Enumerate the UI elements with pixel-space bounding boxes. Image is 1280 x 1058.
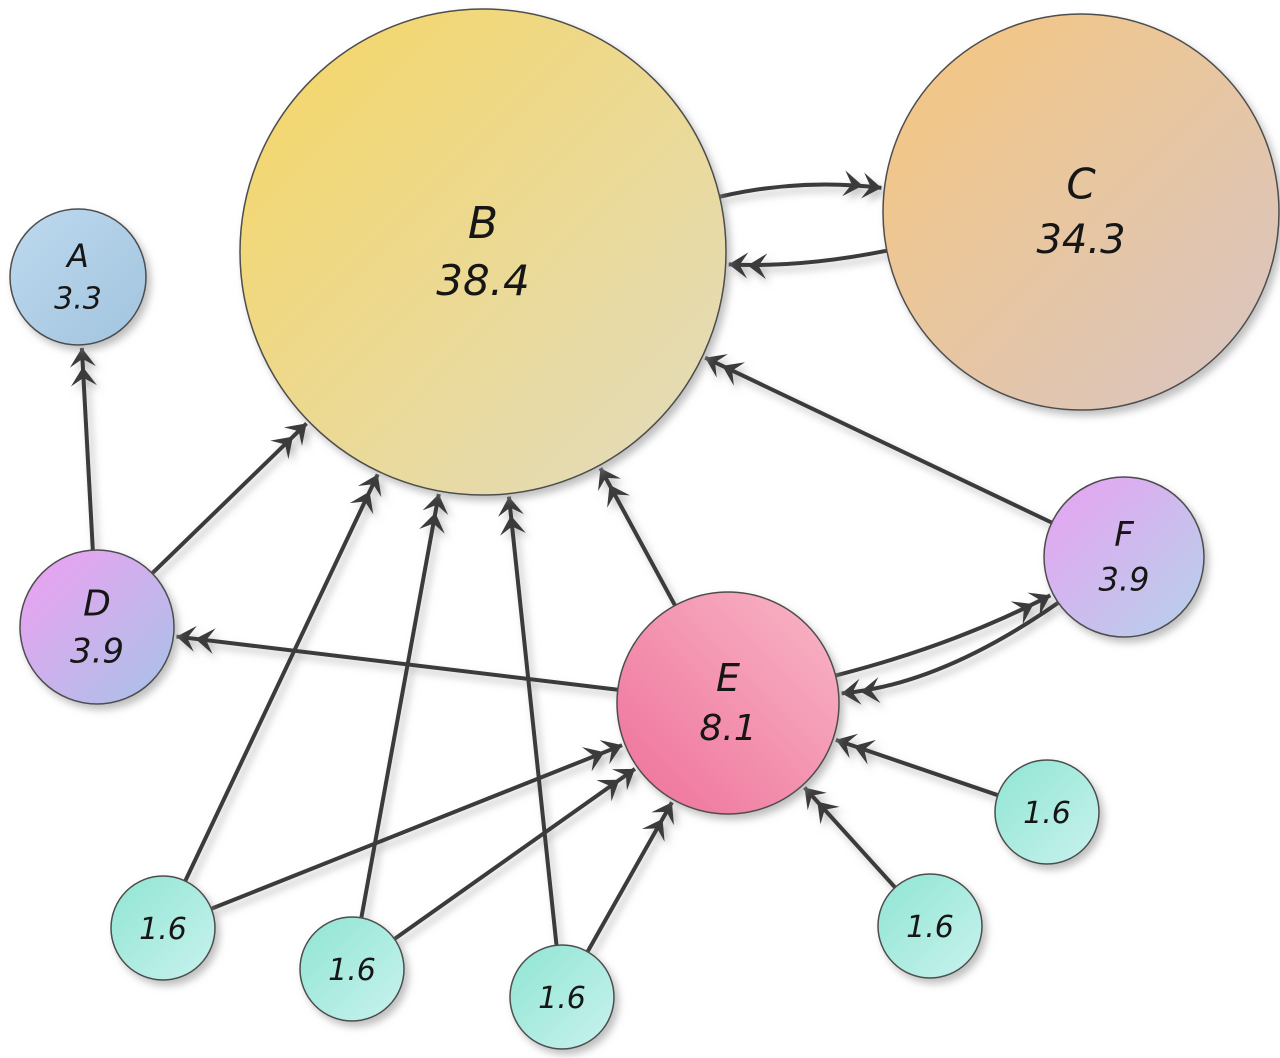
node-circle [882, 13, 1280, 411]
link-arrow-G3-to-B [498, 496, 559, 946]
link-arrow-G2-to-E [393, 767, 637, 941]
page-node-G1: 1.6 [110, 875, 216, 981]
page-node-G2: 1.6 [299, 916, 405, 1022]
node-value: 3.9 [1099, 560, 1150, 598]
link-arrow-G1-to-B [183, 473, 382, 882]
node-value: 1.6 [139, 912, 187, 947]
page-node-G5: 1.6 [994, 759, 1100, 865]
link-arrow-G3-to-E [585, 801, 674, 953]
node-circle [509, 944, 615, 1050]
node-circle [616, 591, 840, 815]
node-value: 1.6 [906, 910, 954, 945]
link-arrow-E-to-F [835, 592, 1052, 678]
link-arrow-G5-to-E [835, 733, 999, 798]
nodes-layer: A 3.3 B 38.4 C 34.3D 3.9E 8.1 F 3.9 1.6 1.6 1.6 1.6 1.… [9, 8, 1280, 1050]
links-layer [69, 170, 1060, 953]
node-circle [299, 916, 405, 1022]
node-label: B [468, 198, 498, 249]
node-circle [19, 549, 175, 705]
link-arrow-E-to-D [176, 625, 619, 692]
link-arrow-F-to-B [704, 354, 1053, 525]
node-value: 34.3 [1036, 217, 1125, 263]
page-node-G4: 1.6 [877, 873, 983, 979]
page-node-F: F 3.9 [1043, 476, 1205, 638]
node-circle [110, 875, 216, 981]
node-label: D [83, 583, 111, 624]
page-node-G3: 1.6 [509, 944, 615, 1050]
page-node-B: B 38.4 [239, 8, 727, 496]
link-arrow-C-to-B [728, 248, 888, 280]
node-value: 38.4 [436, 256, 530, 305]
node-circle [877, 873, 983, 979]
page-node-E: E 8.1 [616, 591, 840, 815]
link-arrow-E-to-B [598, 467, 677, 607]
page-node-C: C 34.3 [882, 13, 1280, 411]
node-value: 3.9 [70, 631, 124, 671]
page-node-D: D 3.9 [19, 549, 175, 705]
link-arrow-G4-to-E [803, 786, 897, 889]
link-arrow-G2-to-B [359, 493, 449, 919]
node-value: 3.3 [54, 281, 102, 316]
link-arrow-F-to-E [841, 601, 1060, 705]
link-arrow-B-to-C [719, 170, 882, 199]
link-arrow-D-to-B [150, 421, 308, 575]
node-value: 8.1 [699, 708, 756, 749]
link-arrow-D-to-A [69, 347, 97, 551]
node-value: 1.6 [328, 953, 376, 988]
node-value: 1.6 [1023, 796, 1071, 831]
node-circle [994, 759, 1100, 865]
node-circle [9, 208, 147, 346]
node-circle [1043, 476, 1205, 638]
node-value: 1.6 [538, 981, 586, 1016]
node-circle [239, 8, 727, 496]
node-label: A [65, 237, 89, 275]
node-label: C [1066, 160, 1096, 209]
link-arrow-G1-to-E [210, 740, 623, 911]
page-node-A: A 3.3 [9, 208, 147, 346]
node-label: E [716, 656, 740, 700]
node-label: F [1114, 515, 1134, 555]
